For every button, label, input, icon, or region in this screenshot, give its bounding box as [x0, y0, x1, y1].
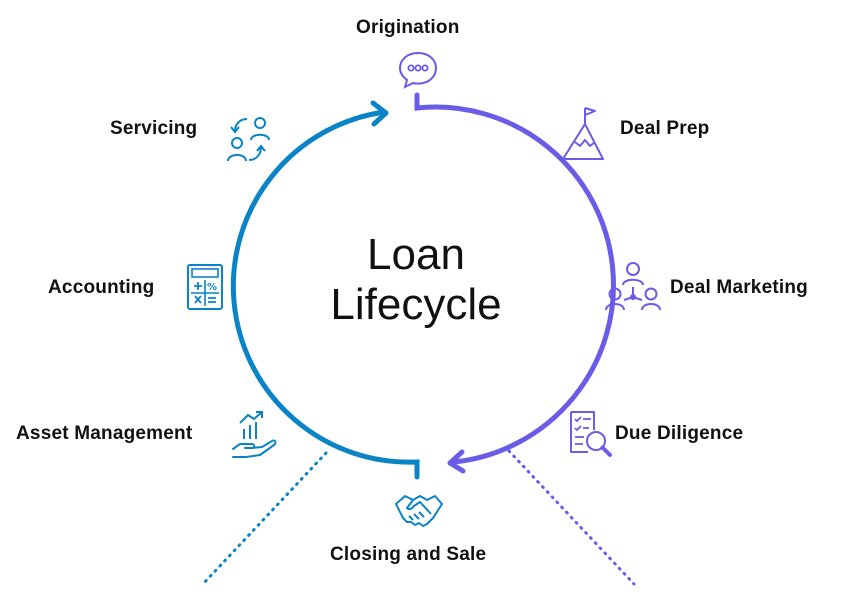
people-network-icon — [605, 262, 661, 311]
purple-dotted-line — [507, 449, 636, 586]
handshake-icon — [395, 495, 443, 527]
stage-label-servicing: Servicing — [110, 118, 198, 139]
stage-label-deal-marketing: Deal Marketing — [670, 277, 808, 298]
blue-arrowhead — [370, 100, 389, 127]
calculator-icon: % — [187, 264, 223, 310]
stage-label-accounting: Accounting — [48, 277, 155, 298]
blue-arc-left — [230, 109, 420, 480]
svg-text:%: % — [207, 282, 217, 293]
people-cycle-icon — [227, 117, 270, 162]
purple-arrowhead — [447, 449, 466, 474]
title-line-1: Loan — [367, 230, 465, 279]
stage-label-due-diligence: Due Diligence — [615, 423, 744, 444]
stage-label-origination: Origination — [356, 17, 460, 38]
chat-bubble-icon — [398, 51, 438, 89]
title-line-2: Lifecycle — [330, 280, 502, 329]
purple-arc-right — [414, 92, 616, 465]
checklist-magnifier-icon — [570, 411, 612, 457]
stage-label-closing-and-sale: Closing and Sale — [330, 544, 487, 565]
hand-growth-chart-icon — [232, 411, 277, 458]
stage-label-deal-prep: Deal Prep — [620, 118, 710, 139]
stage-label-asset-management: Asset Management — [16, 423, 193, 444]
mountain-flag-icon — [562, 107, 604, 160]
blue-dotted-line — [201, 451, 328, 586]
center-title: Loan Lifecycle — [266, 230, 566, 330]
